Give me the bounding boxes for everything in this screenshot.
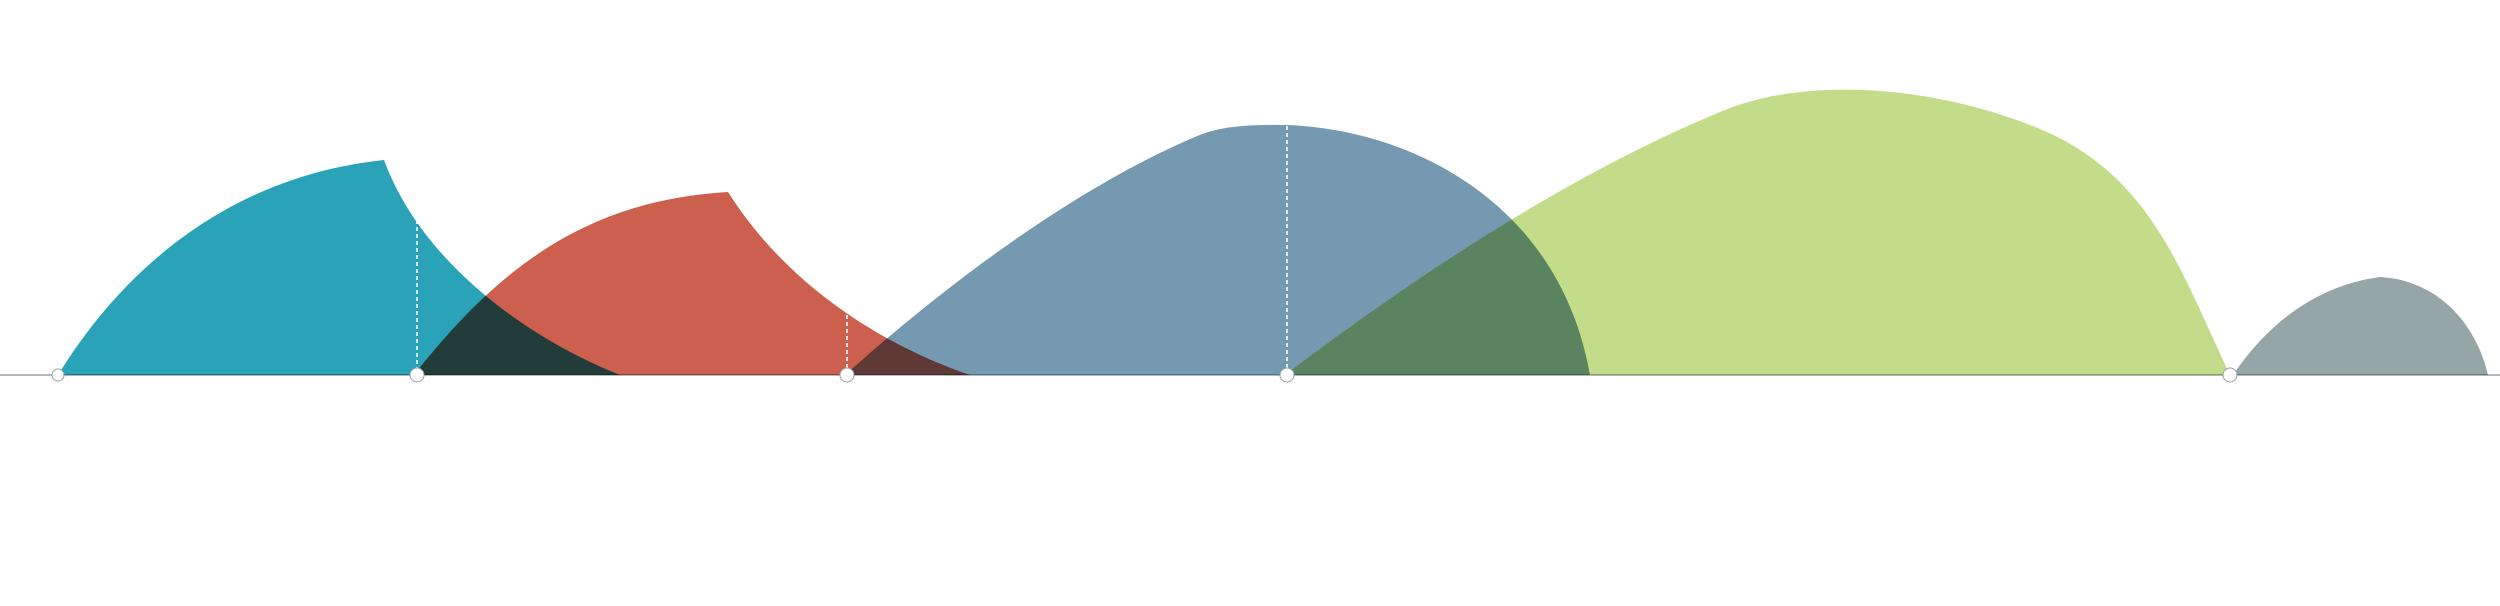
timeline-marker[interactable] bbox=[409, 367, 425, 383]
guide-lines bbox=[416, 126, 1288, 375]
wave-red bbox=[414, 192, 970, 375]
timeline-marker[interactable] bbox=[51, 368, 65, 382]
timeline-marker[interactable] bbox=[1279, 367, 1295, 383]
waves-group bbox=[58, 89, 2488, 376]
wave-gray bbox=[2233, 277, 2488, 375]
timeline-marker[interactable] bbox=[839, 367, 855, 383]
timeline-marker[interactable] bbox=[2222, 367, 2238, 383]
markers-group bbox=[51, 367, 2238, 383]
wave-green bbox=[1285, 89, 2230, 376]
